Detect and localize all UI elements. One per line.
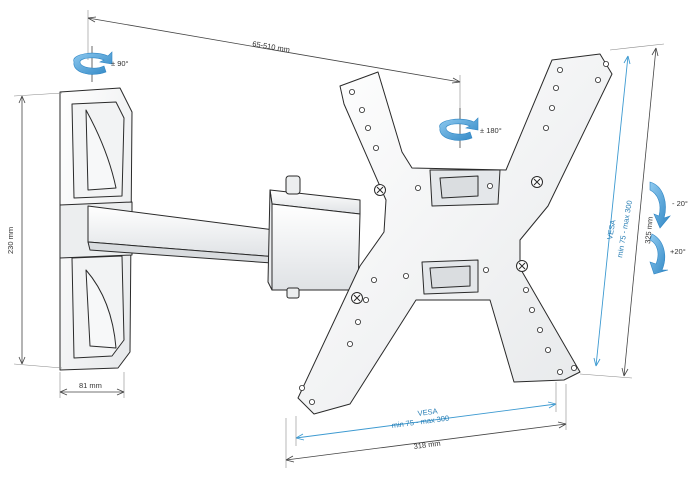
dimension-plate-width: 318 mm	[285, 384, 567, 468]
tilt-down-label: +20°	[670, 247, 686, 256]
vesa-vertical-range: min 75 - max 300	[615, 200, 634, 259]
tilt-up-arrow-icon	[649, 181, 671, 229]
rotate-arrow-icon	[73, 51, 113, 75]
vesa-holes	[298, 61, 610, 405]
tv-plate	[297, 53, 613, 415]
plate-width-label: 318 mm	[413, 439, 441, 451]
screw	[374, 184, 386, 196]
vesa-horizontal-title: VESA	[417, 406, 438, 418]
dimension-plate-height: 325 mm	[579, 43, 665, 379]
swivel-angle-label: ± 90°	[111, 59, 129, 68]
tilt-indicator: - 20° +20°	[649, 181, 688, 275]
screw	[351, 292, 363, 304]
vesa-vertical-title: VESA	[605, 219, 617, 240]
articulating-arm	[87, 175, 361, 299]
plate-rotation-indicator: ± 180°	[439, 108, 502, 148]
bracket-height-label: 230 mm	[6, 227, 15, 254]
rotate-arrow-icon	[439, 117, 479, 141]
plate-rotation-label: ± 180°	[480, 126, 502, 135]
plate-height-label: 325 mm	[643, 216, 655, 244]
dimension-bracket-height: 230 mm	[6, 92, 63, 369]
screw	[531, 176, 543, 188]
dimension-bracket-width: 81 mm	[59, 372, 125, 398]
dimension-vesa-vertical: VESA min 75 - max 300	[593, 55, 634, 367]
dimension-arm-extension: 65-510 mm	[87, 10, 461, 120]
screw	[516, 260, 528, 272]
arm-extension-label: 65-510 mm	[252, 39, 291, 54]
tilt-up-label: - 20°	[672, 199, 688, 208]
tilt-down-arrow-icon	[649, 233, 669, 275]
bracket-width-label: 81 mm	[79, 381, 102, 390]
swivel-rotation-indicator: ± 90°	[73, 46, 129, 82]
